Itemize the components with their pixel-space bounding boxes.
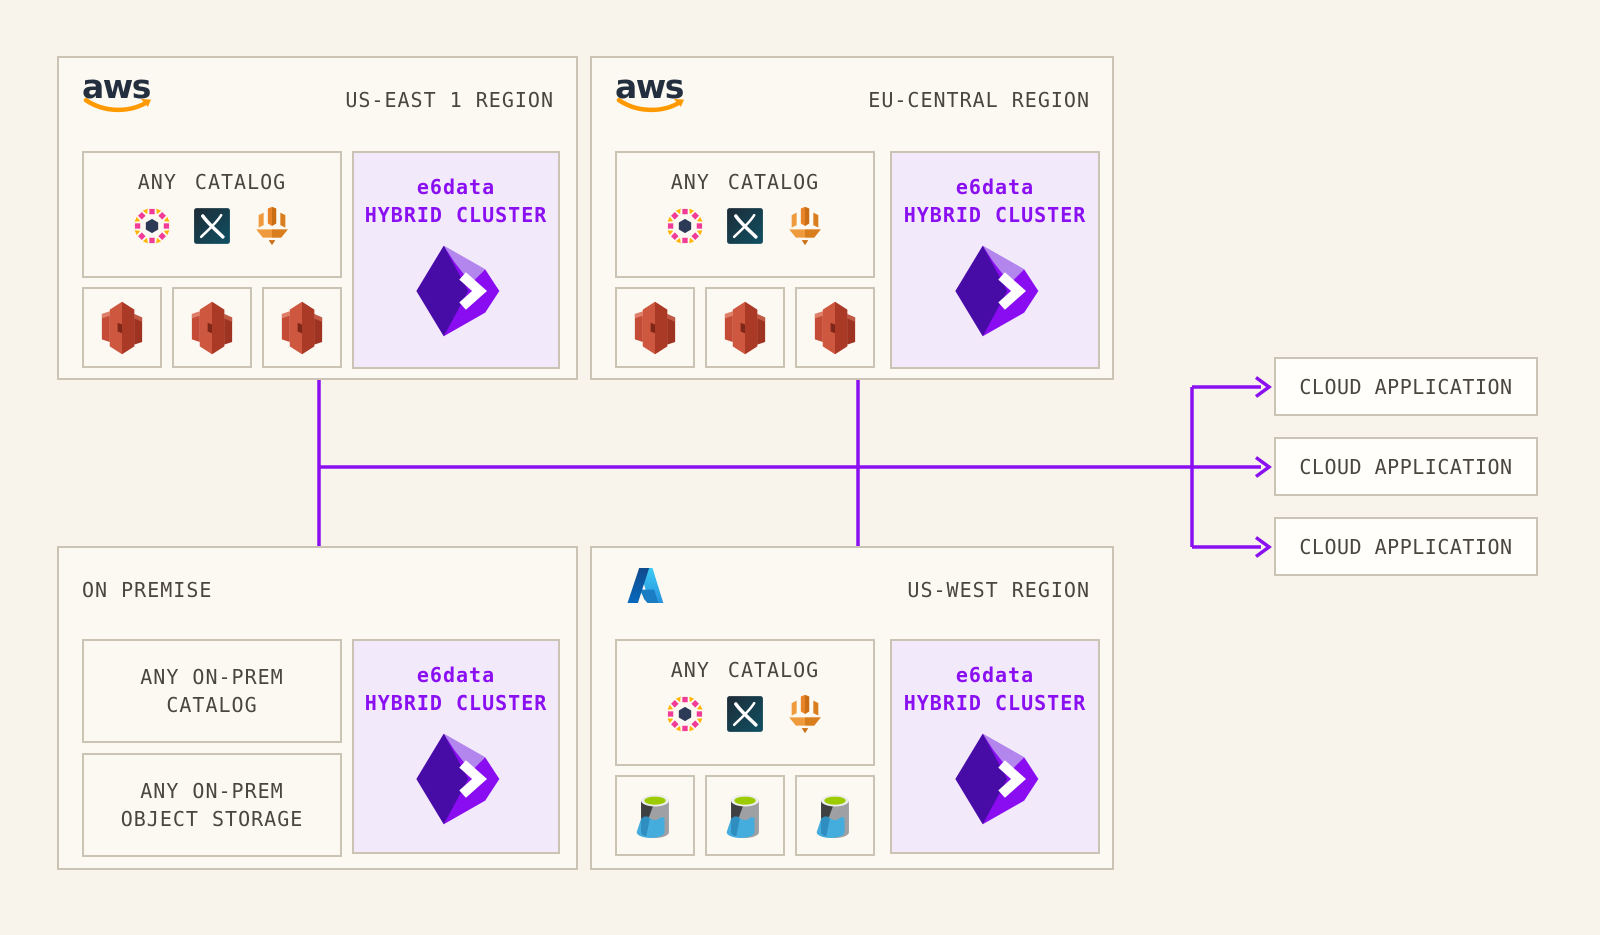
e6data-cube-icon (943, 730, 1047, 828)
e6data-cluster-panel: e6data HYBRID CLUSTER (352, 639, 560, 854)
storage-cell (795, 287, 875, 368)
x-catalog-icon (725, 694, 765, 734)
arrowhead-app2-icon (1254, 456, 1272, 478)
cloud-application-box: CLOUD APPLICATION (1274, 357, 1538, 416)
cloud-application-label: CLOUD APPLICATION (1299, 374, 1513, 399)
any-catalog-panel: ANY CATALOG (82, 151, 342, 278)
hive-catalog-icon (252, 206, 292, 246)
s3-bucket-icon (724, 300, 766, 356)
storage-cell (705, 775, 785, 856)
region-card-us-west: US-WEST REGION ANY CATALOG e6data HYBRID… (590, 546, 1114, 870)
aws-smile-icon (83, 97, 152, 113)
x-catalog-icon (725, 206, 765, 246)
storage-cell (705, 287, 785, 368)
aws-smile-icon (616, 97, 685, 113)
cloud-application-box: CLOUD APPLICATION (1274, 437, 1538, 496)
azure-datalake-storage-icon (813, 791, 857, 841)
region-card-eu-central: aws EU-CENTRAL REGION ANY CATALOG e6data… (590, 56, 1114, 380)
cloud-application-label: CLOUD APPLICATION (1299, 534, 1513, 559)
onprem-storage-line2: OBJECT STORAGE (120, 807, 304, 831)
s3-bucket-icon (634, 300, 676, 356)
any-catalog-panel: ANY CATALOG (615, 151, 875, 278)
cloud-application-box: CLOUD APPLICATION (1274, 517, 1538, 576)
catalog-icon-row (84, 206, 340, 246)
storage-cell (615, 775, 695, 856)
storage-row (82, 287, 342, 368)
region-label: EU-CENTRAL REGION (868, 88, 1090, 112)
cluster-name: e6data (955, 663, 1035, 687)
region-label: US-WEST REGION (907, 578, 1090, 602)
e6data-cluster-panel: e6data HYBRID CLUSTER (352, 151, 560, 369)
storage-row (615, 775, 875, 856)
azure-datalake-storage-icon (723, 791, 767, 841)
region-label: US-EAST 1 REGION (345, 88, 554, 112)
catalog-panel-title: ANY CATALOG (137, 170, 287, 194)
cluster-type: HYBRID CLUSTER (903, 203, 1087, 227)
onprem-storage-line1: ANY ON-PREM (140, 779, 284, 803)
any-catalog-panel: ANY CATALOG (615, 639, 875, 766)
ring-catalog-icon (132, 206, 172, 246)
storage-row (615, 287, 875, 368)
arrowhead-app1-icon (1254, 376, 1272, 398)
e6data-cluster-panel: e6data HYBRID CLUSTER (890, 639, 1100, 854)
catalog-panel-title: ANY CATALOG (670, 170, 820, 194)
e6data-cube-icon (943, 242, 1047, 340)
storage-cell (615, 287, 695, 368)
region-card-on-premise: ON PREMISE ANY ON-PREM CATALOG ANY ON-PR… (57, 546, 578, 870)
s3-bucket-icon (191, 300, 233, 356)
e6data-cube-icon (404, 730, 508, 828)
s3-bucket-icon (281, 300, 323, 356)
s3-bucket-icon (101, 300, 143, 356)
onprem-catalog-line2: CATALOG (166, 693, 258, 717)
arrowhead-app3-icon (1254, 536, 1272, 558)
storage-cell (82, 287, 162, 368)
aws-logo: aws (615, 70, 687, 120)
aws-wordmark: aws (82, 67, 151, 106)
cluster-name: e6data (955, 175, 1035, 199)
ring-catalog-icon (665, 206, 705, 246)
cluster-name: e6data (416, 663, 496, 687)
hive-catalog-icon (785, 206, 825, 246)
onprem-object-storage-box: ANY ON-PREM OBJECT STORAGE (82, 753, 342, 857)
e6data-cube-icon (404, 242, 508, 340)
x-catalog-icon (192, 206, 232, 246)
storage-cell (795, 775, 875, 856)
azure-datalake-storage-icon (633, 791, 677, 841)
onprem-catalog-line1: ANY ON-PREM (140, 665, 284, 689)
hive-catalog-icon (785, 694, 825, 734)
onprem-catalog-box: ANY ON-PREM CATALOG (82, 639, 342, 743)
e6data-cluster-panel: e6data HYBRID CLUSTER (890, 151, 1100, 369)
catalog-panel-title: ANY CATALOG (670, 658, 820, 682)
aws-wordmark: aws (615, 67, 684, 106)
aws-logo: aws (82, 70, 154, 120)
cluster-name: e6data (416, 175, 496, 199)
catalog-icon-row (617, 206, 873, 246)
cluster-type: HYBRID CLUSTER (364, 203, 548, 227)
region-label: ON PREMISE (82, 578, 213, 602)
ring-catalog-icon (665, 694, 705, 734)
catalog-icon-row (617, 694, 873, 734)
region-card-us-east-1: aws US-EAST 1 REGION ANY CATALOG e6data … (57, 56, 578, 380)
azure-logo (625, 565, 665, 606)
s3-bucket-icon (814, 300, 856, 356)
cluster-type: HYBRID CLUSTER (364, 691, 548, 715)
storage-cell (262, 287, 342, 368)
cloud-application-label: CLOUD APPLICATION (1299, 454, 1513, 479)
cluster-type: HYBRID CLUSTER (903, 691, 1087, 715)
storage-cell (172, 287, 252, 368)
